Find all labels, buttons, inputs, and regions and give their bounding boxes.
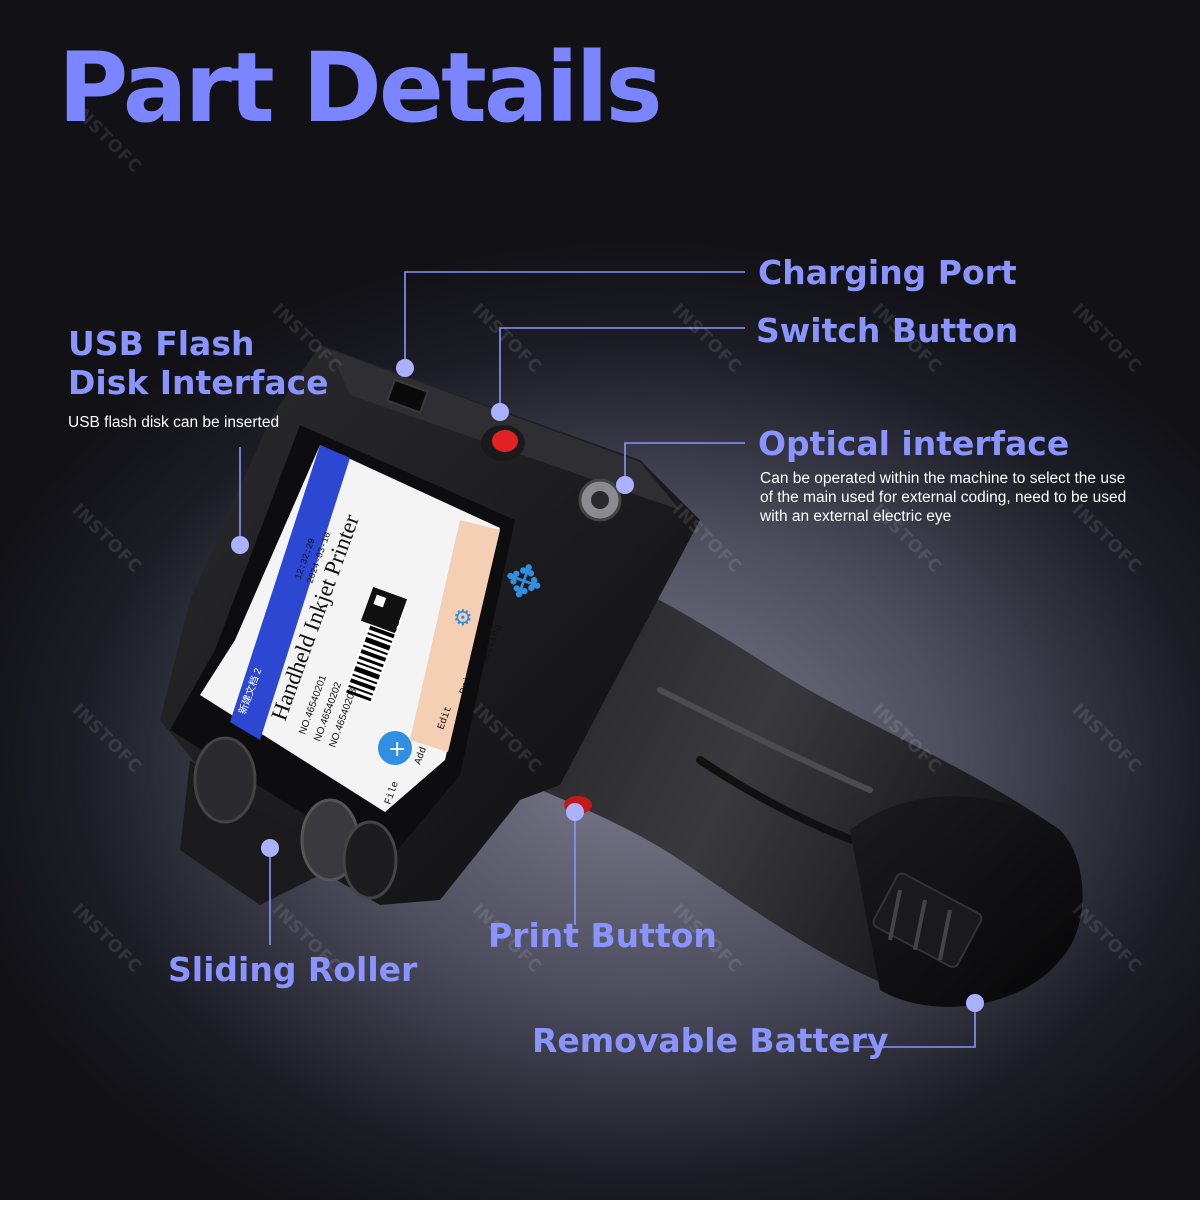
add-icon bbox=[378, 731, 412, 765]
charging-port-label: Charging Port bbox=[758, 253, 1017, 292]
print-button-label: Print Button bbox=[488, 916, 717, 955]
switch-button-red bbox=[492, 430, 518, 452]
usb-slot bbox=[385, 378, 429, 414]
svg-text:+: + bbox=[388, 737, 406, 762]
optical-desc-line3: with an external electric eye bbox=[760, 508, 952, 525]
callout-dots bbox=[231, 359, 984, 1012]
switch-button-label: Switch Button bbox=[756, 311, 1019, 350]
printer-head: ✥ + ⚙ Handheld Inkjet Printer NO.4654020… bbox=[160, 345, 700, 905]
usb-desc: USB flash disk can be inserted bbox=[68, 414, 280, 431]
sliding-roller bbox=[180, 736, 398, 905]
optical-interface-label: Optical interface bbox=[758, 424, 1070, 463]
screen-btn-add: Add bbox=[412, 745, 429, 766]
gear-icon: ⚙ bbox=[453, 606, 473, 631]
usb-label-line2: Disk Interface bbox=[68, 363, 329, 402]
removable-battery-label: Removable Battery bbox=[532, 1021, 889, 1060]
bottom-border bbox=[0, 1200, 1200, 1205]
sliding-roller-label: Sliding Roller bbox=[168, 950, 418, 989]
optical-desc-line2: of the main used for external coding, ne… bbox=[760, 489, 1127, 506]
page-title: Part Details bbox=[58, 32, 663, 144]
qr-code bbox=[360, 586, 408, 634]
usb-label-line1: USB Flash bbox=[68, 324, 255, 363]
optical-desc-line1: Can be operated within the machine to se… bbox=[760, 470, 1126, 487]
callout-lines bbox=[239, 271, 976, 1048]
removable-battery bbox=[850, 796, 1083, 1007]
